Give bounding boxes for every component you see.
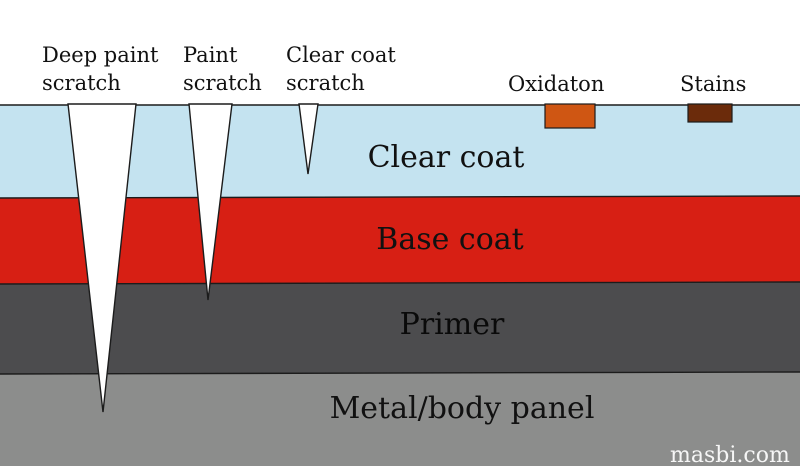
- deep-paint-scratch-label-line2: scratch: [42, 71, 121, 95]
- metal-body-panel-label: Metal/body panel: [330, 391, 595, 426]
- metal-layer: [0, 372, 800, 466]
- stains-patch: [687, 103, 733, 123]
- paint-scratch: [188, 103, 233, 301]
- clear-coat-scratch-label-line1: Clear coat: [286, 43, 396, 67]
- deep-paint-scratch-label-line1: Deep paint: [42, 43, 159, 67]
- clear-coat-label: Clear coat: [368, 140, 525, 175]
- deep-paint-scratch: [67, 103, 137, 413]
- base-coat-label: Base coat: [376, 222, 523, 257]
- oxidation-patch: [544, 103, 596, 129]
- clear-coat-scratch: [298, 103, 319, 175]
- primer-layer: [0, 282, 800, 374]
- oxidation-label: Oxidaton: [508, 72, 604, 96]
- paint-scratch-label-line1: Paint: [183, 43, 238, 67]
- watermark: masbi.com: [670, 443, 790, 466]
- clear-coat-scratch-label-line2: scratch: [286, 71, 365, 95]
- stains-label: Stains: [680, 72, 746, 96]
- primer-label: Primer: [400, 307, 505, 342]
- paint-scratch-label-line2: scratch: [183, 71, 262, 95]
